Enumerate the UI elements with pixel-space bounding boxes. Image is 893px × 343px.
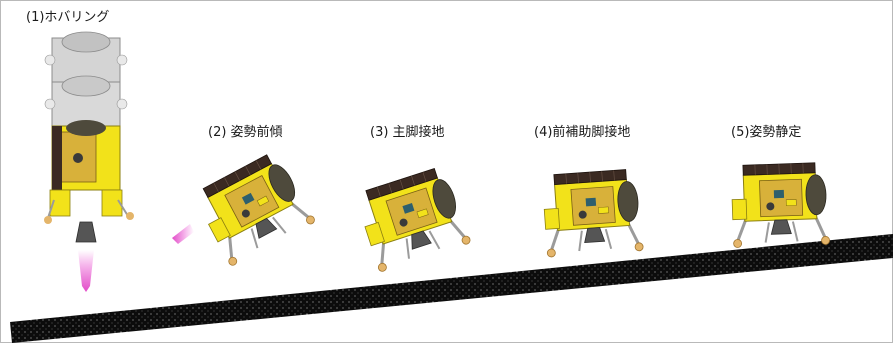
stage-label-settled: (5)姿勢静定 bbox=[731, 125, 802, 140]
stage-label-main-touchdown: (3) 主脚接地 bbox=[370, 125, 445, 140]
engine-plume-icon bbox=[78, 250, 94, 292]
lander-hovering bbox=[44, 31, 134, 243]
lunar-slope-ground bbox=[10, 234, 893, 343]
stage-label-aux-touchdown: (4)前補助脚接地 bbox=[534, 125, 631, 140]
lander-front-aux-leg-touchdown bbox=[540, 167, 645, 259]
stage-label-tilt: (2) 姿勢前傾 bbox=[208, 125, 283, 140]
stage-label-hovering: (1)ホバリング bbox=[26, 10, 110, 25]
lander-tilted-forward bbox=[191, 147, 318, 269]
lander-main-leg-touchdown bbox=[352, 163, 473, 274]
lander-attitude-settled bbox=[729, 160, 832, 250]
engine-plume-icon bbox=[172, 224, 194, 244]
